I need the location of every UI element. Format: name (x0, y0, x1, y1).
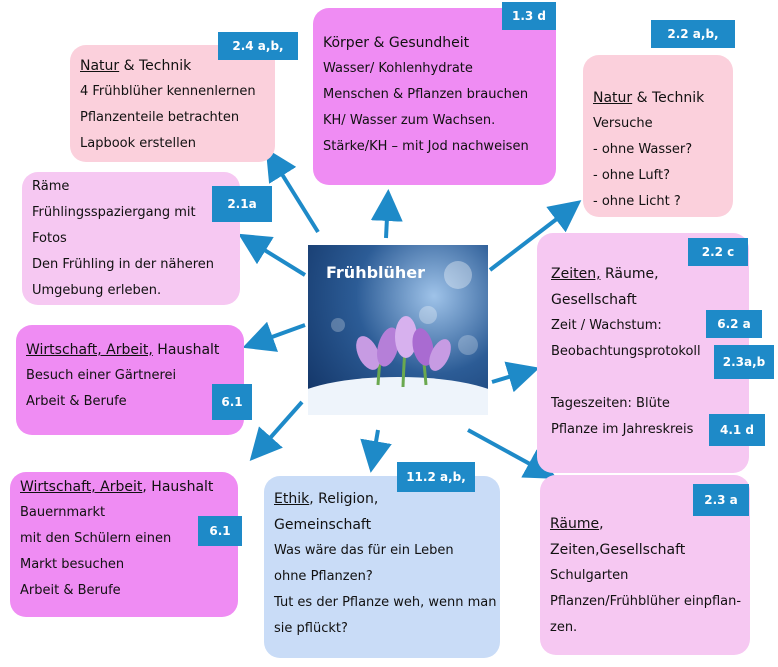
text-line: - ohne Luft? (593, 168, 670, 183)
tag-6-1-a: 6.1 (212, 384, 252, 420)
title-raeume-right: Räume (550, 516, 600, 532)
title-natur: Natur (80, 58, 120, 74)
box-raeume-left: Räme Frühlingsspaziergang mit Fotos Den … (22, 172, 240, 305)
title-natur-right: Natur (593, 90, 633, 106)
tag-4-1d: 4.1 d (709, 414, 765, 446)
tag-2-1a: 2.1a (212, 186, 272, 222)
text-line: Arbeit & Berufe (26, 394, 127, 409)
title-ethik: Ethik (274, 491, 310, 507)
box-wirtschaft-1: Wirtschaft, Arbeit, Haushalt Besuch eine… (16, 325, 244, 435)
tag-2-3ab: 2.3a,b (714, 345, 774, 379)
text-line: Frühlingsspaziergang mit (32, 205, 196, 220)
text-line: Den Frühling in der näheren (32, 257, 215, 272)
arrow-to-raeume-right (467, 428, 558, 479)
tag-11-2ab: 11.2 a,b, (397, 462, 475, 492)
text-line: Wasser/ Kohlenhydrate (323, 61, 473, 76)
title-zeiten: Zeiten, (551, 266, 601, 282)
tag-2-3a: 2.3 a (693, 484, 749, 516)
text-line: sie pflückt? (274, 621, 348, 636)
text-line: KH/ Wasser zum Wachsen. (323, 113, 496, 128)
title-wirtschaft-2: Wirtschaft, Arbeit (20, 479, 143, 495)
tag-2-2c: 2.2 c (688, 238, 748, 266)
center-image-fruehblueher: Frühblüher (308, 245, 488, 415)
text-line: Was wäre das für ein Leben (274, 543, 454, 558)
text-line: Zeit / Wachstum: (551, 318, 662, 333)
arrow-to-ethik (360, 429, 392, 473)
text-line: Bauernmarkt (20, 505, 106, 520)
box-natur-technik-top: Natur & Technik 4 Frühblüher kennenlerne… (70, 45, 275, 162)
text-line: zen. (550, 620, 578, 635)
text-line: Pflanzen/Frühblüher einpflan- (550, 594, 742, 609)
box-zeiten-raeume: Zeiten, Räume, Gesellschaft Zeit / Wachs… (537, 233, 749, 473)
text-line: Stärke/KH – mit Jod nachweisen (323, 139, 529, 154)
text-line: Tut es der Pflanze weh, wenn man (274, 595, 497, 610)
arrow-to-natur-right (488, 200, 582, 272)
text-line: Lapbook erstellen (80, 136, 196, 151)
text-line: mit den Schülern einen (20, 531, 172, 546)
text-line: Beobachtungsprotokoll (551, 344, 701, 359)
tag-1-3d: 1.3 d (502, 2, 556, 30)
text-line: ohne Pflanzen? (274, 569, 373, 584)
tag-6-2a: 6.2 a (706, 310, 762, 338)
title-gemeinschaft: Gemeinschaft (274, 517, 372, 533)
arrow-to-raeume-left (238, 233, 307, 277)
tag-6-1-b: 6.1 (198, 516, 242, 546)
box-koerper-gesundheit: Körper & Gesundheit Wasser/ Kohlenhydrat… (313, 8, 556, 185)
title-gesellschaft: Gesellschaft (551, 292, 637, 308)
crocus-flower-image (308, 261, 488, 415)
text-line: Tageszeiten: Blüte (551, 396, 670, 411)
box-natur-technik-right: Natur & Technik Versuche - ohne Wasser? … (583, 55, 733, 217)
arrow-to-koerper (370, 189, 403, 239)
text-line: Menschen & Pflanzen brauchen (323, 87, 529, 102)
tag-2-2ab: 2.2 a,b, (651, 20, 735, 48)
title-wirtschaft-1: Wirtschaft, Arbeit, (26, 342, 153, 358)
text-line: Umgebung erleben. (32, 283, 162, 298)
text-line: - ohne Wasser? (593, 142, 693, 157)
title-zeiten-gesellschaft: Zeiten,Gesellschaft (550, 542, 686, 558)
text-line: Pflanze im Jahreskreis (551, 422, 694, 437)
text-line: Schulgarten (550, 568, 629, 583)
box-ethik: Ethik, Religion, Gemeinschaft Was wäre d… (264, 476, 500, 658)
text-line: Markt besuchen (20, 557, 125, 572)
text-line: Besuch einer Gärtnerei (26, 368, 177, 383)
text-line: 4 Frühblüher kennenlernen (80, 84, 256, 99)
arrow-to-natur-top (265, 148, 320, 234)
arrow-to-wirtschaft2 (249, 400, 304, 461)
title-koerper: Körper & Gesundheit (323, 35, 470, 51)
text-line: - ohne Licht ? (593, 194, 681, 209)
text-line: Versuche (593, 116, 653, 131)
text-line: Räme (32, 179, 70, 194)
text-line: Pflanzenteile betrachten (80, 110, 240, 125)
tag-2-4: 2.4 a,b, (218, 32, 298, 60)
text-line: Fotos (32, 231, 67, 246)
arrow-to-wirtschaft1 (242, 321, 306, 352)
arrow-to-zeiten (491, 361, 540, 393)
text-line: Arbeit & Berufe (20, 583, 121, 598)
center-title: Frühblüher (326, 263, 426, 282)
